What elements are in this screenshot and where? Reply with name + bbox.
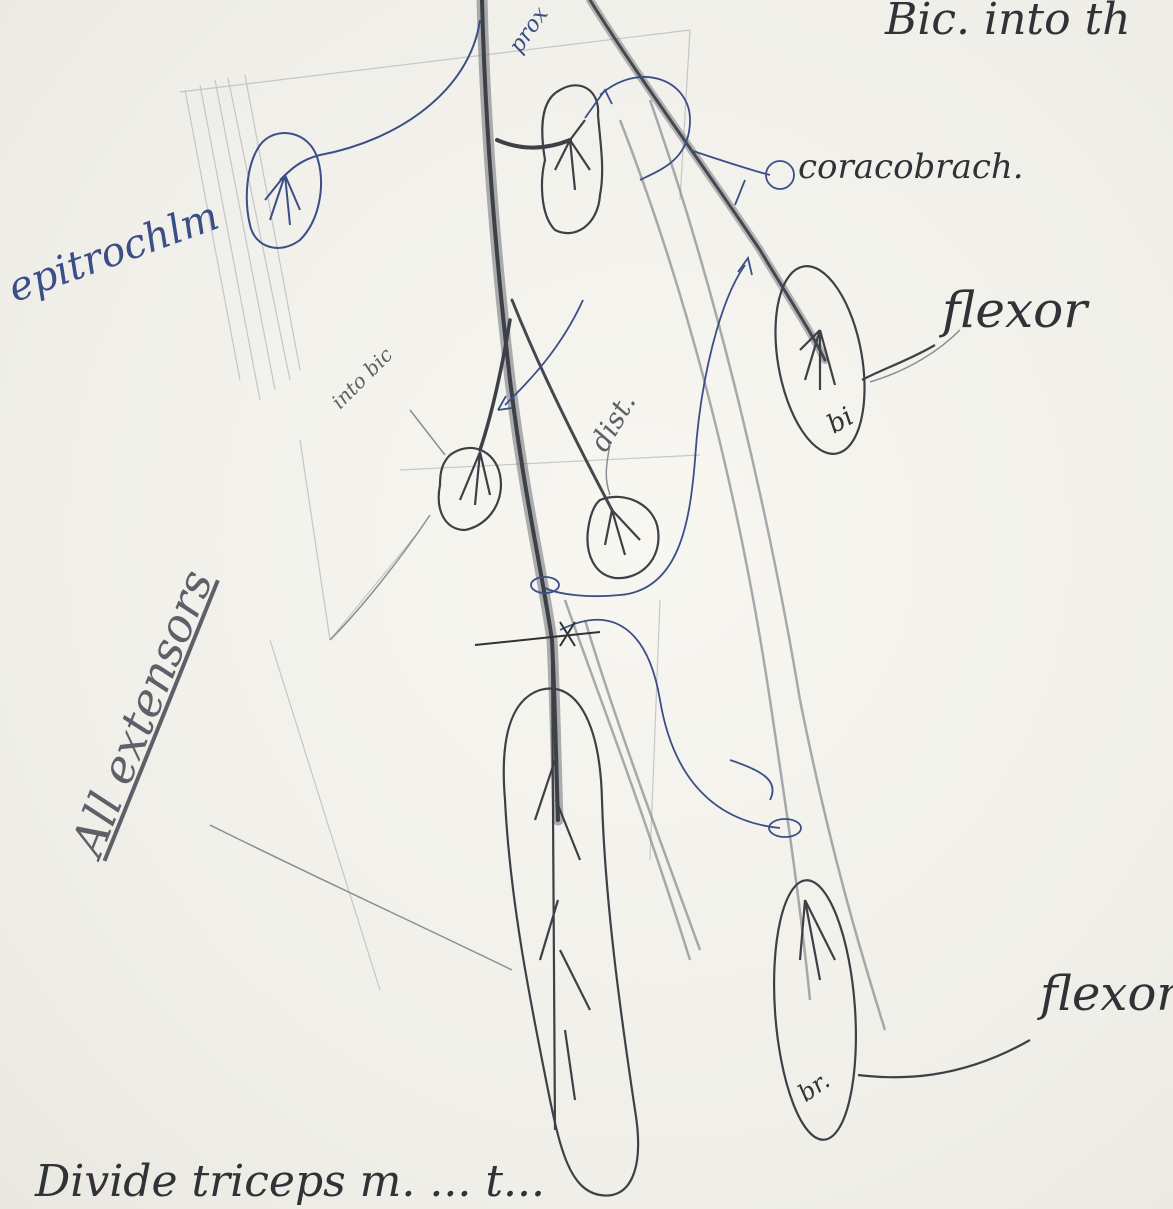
label-bottom-note: Divide triceps m. ... t... — [35, 1160, 545, 1204]
epitrochlea-lobe — [247, 20, 480, 248]
into-bic-lobe — [439, 448, 501, 530]
extensor-lobe — [504, 650, 638, 1196]
label-flexor-upper: flexor — [942, 285, 1087, 335]
arm-outline-pencil — [565, 100, 885, 1030]
label-coracobrach: coracobrach. — [798, 150, 1024, 184]
distal-lobe — [587, 497, 658, 578]
label-flexor-lower: flexor — [1040, 970, 1173, 1018]
lateral-nerve — [590, 0, 825, 360]
label-top-right: Bic. into th — [885, 0, 1131, 42]
